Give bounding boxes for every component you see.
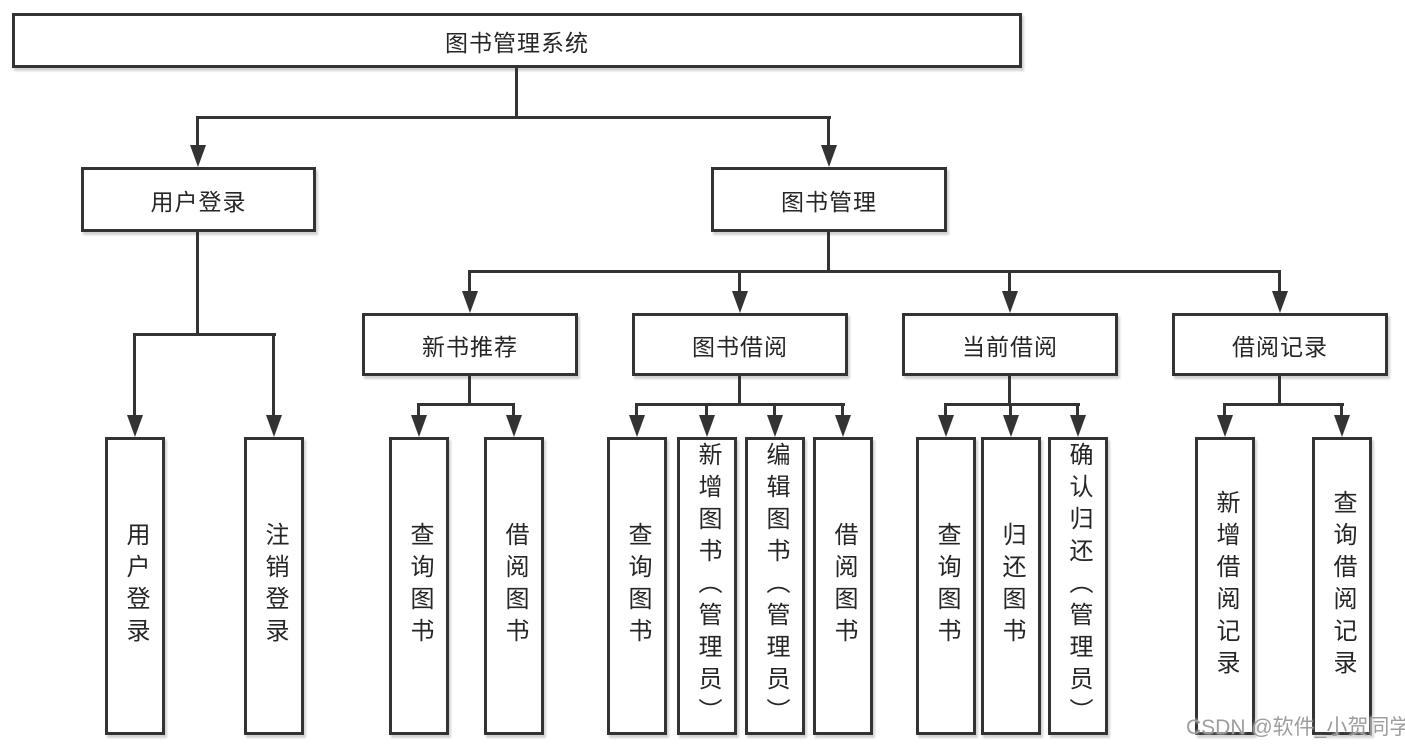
leaf-logout-label: 注销登录 (261, 522, 288, 650)
connector-line (133, 333, 276, 336)
node-book-borrow-label: 图书借阅 (692, 333, 788, 360)
connector-line (133, 335, 136, 415)
leaf-query-books-current: 查询图书 (916, 437, 976, 735)
arrow-down-icon (411, 415, 427, 437)
leaf-add-book-admin: 新增图书（管理员） (677, 437, 737, 735)
leaf-confirm-return-admin-label: 确认归还（管理员） (1065, 442, 1092, 730)
connector-line (827, 232, 830, 272)
connector-line (417, 403, 515, 406)
leaf-query-borrow-record: 查询借阅记录 (1312, 437, 1372, 735)
leaf-add-borrow-record: 新增借阅记录 (1195, 437, 1255, 735)
connector-line (1223, 403, 1344, 406)
connector-line (773, 404, 776, 415)
connector-line (515, 66, 518, 118)
node-book-management: 图书管理 (711, 167, 947, 232)
connector-line (827, 119, 830, 145)
arrow-down-icon (1334, 415, 1350, 437)
leaf-borrow-books: 借阅图书 (813, 437, 873, 735)
arrow-down-icon (629, 415, 645, 437)
leaf-query-books-recommend-label: 查询图书 (406, 522, 433, 650)
arrow-down-icon (462, 291, 478, 313)
arrow-down-icon (1070, 415, 1086, 437)
arrow-down-icon (190, 145, 206, 167)
connector-line (1008, 273, 1011, 291)
arrow-down-icon (127, 415, 143, 437)
connector-line (944, 404, 947, 415)
node-library-system-label: 图书管理系统 (445, 29, 589, 56)
connector-line (468, 270, 1281, 273)
leaf-confirm-return-admin: 确认归还（管理员） (1048, 437, 1108, 735)
node-book-management-label: 图书管理 (781, 188, 877, 215)
leaf-add-book-admin-label: 新增图书（管理员） (694, 442, 721, 730)
connector-line (196, 119, 199, 145)
node-new-book-recommend-label: 新书推荐 (422, 333, 518, 360)
connector-line (944, 403, 1080, 406)
arrow-down-icon (699, 415, 715, 437)
connector-line (512, 404, 515, 415)
connector-line (417, 404, 420, 415)
leaf-query-borrow-record-label: 查询借阅记录 (1329, 490, 1356, 682)
connector-line (841, 404, 844, 415)
connector-line (1009, 404, 1012, 415)
connector-line (468, 376, 471, 405)
arrow-down-icon (767, 415, 783, 437)
arrow-down-icon (506, 415, 522, 437)
arrow-down-icon (1002, 291, 1018, 313)
arrow-down-icon (835, 415, 851, 437)
connector-line (635, 404, 638, 415)
connector-line (705, 404, 708, 415)
leaf-query-books-borrow: 查询图书 (607, 437, 667, 735)
watermark: CSDN @软件_小贺同学 (1186, 716, 1405, 739)
leaf-query-books-borrow-label: 查询图书 (624, 522, 651, 650)
arrow-down-icon (821, 145, 837, 167)
connector-line (738, 273, 741, 291)
node-borrow-records-label: 借阅记录 (1232, 333, 1328, 360)
leaf-query-books-current-label: 查询图书 (933, 522, 960, 650)
leaf-borrow-books-recommend-label: 借阅图书 (501, 522, 528, 650)
connector-line (272, 335, 275, 415)
node-library-system: 图书管理系统 (12, 13, 1022, 68)
leaf-return-book: 归还图书 (981, 437, 1041, 735)
connector-line (1223, 404, 1226, 415)
connector-line (468, 273, 471, 291)
connector-line (1076, 404, 1079, 415)
leaf-edit-book-admin: 编辑图书（管理员） (745, 437, 805, 735)
leaf-query-books-recommend: 查询图书 (389, 437, 449, 735)
leaf-user-login-label: 用户登录 (122, 522, 149, 650)
connector-line (196, 232, 199, 335)
connector-line (1278, 376, 1281, 405)
node-new-book-recommend: 新书推荐 (362, 313, 578, 376)
leaf-return-book-label: 归还图书 (998, 522, 1025, 650)
arrow-down-icon (732, 291, 748, 313)
arrow-down-icon (266, 415, 282, 437)
connector-line (1278, 273, 1281, 291)
leaf-borrow-books-recommend: 借阅图书 (484, 437, 544, 735)
node-user-login-label: 用户登录 (150, 188, 247, 215)
arrow-down-icon (1272, 291, 1288, 313)
arrow-down-icon (1003, 415, 1019, 437)
node-current-borrow-label: 当前借阅 (962, 333, 1058, 360)
leaf-edit-book-admin-label: 编辑图书（管理员） (762, 442, 789, 730)
node-current-borrow: 当前借阅 (902, 313, 1118, 376)
leaf-add-borrow-record-label: 新增借阅记录 (1212, 490, 1239, 682)
arrow-down-icon (1217, 415, 1233, 437)
connector-line (196, 116, 831, 119)
node-user-login: 用户登录 (81, 167, 316, 232)
leaf-logout: 注销登录 (244, 437, 304, 735)
connector-line (738, 376, 741, 405)
connector-line (1008, 376, 1011, 405)
leaf-user-login: 用户登录 (105, 437, 165, 735)
leaf-borrow-books-label: 借阅图书 (830, 522, 857, 650)
connector-line (1340, 404, 1343, 415)
node-book-borrow: 图书借阅 (632, 313, 848, 376)
node-borrow-records: 借阅记录 (1172, 313, 1388, 376)
connector-line (635, 403, 845, 406)
arrow-down-icon (938, 415, 954, 437)
